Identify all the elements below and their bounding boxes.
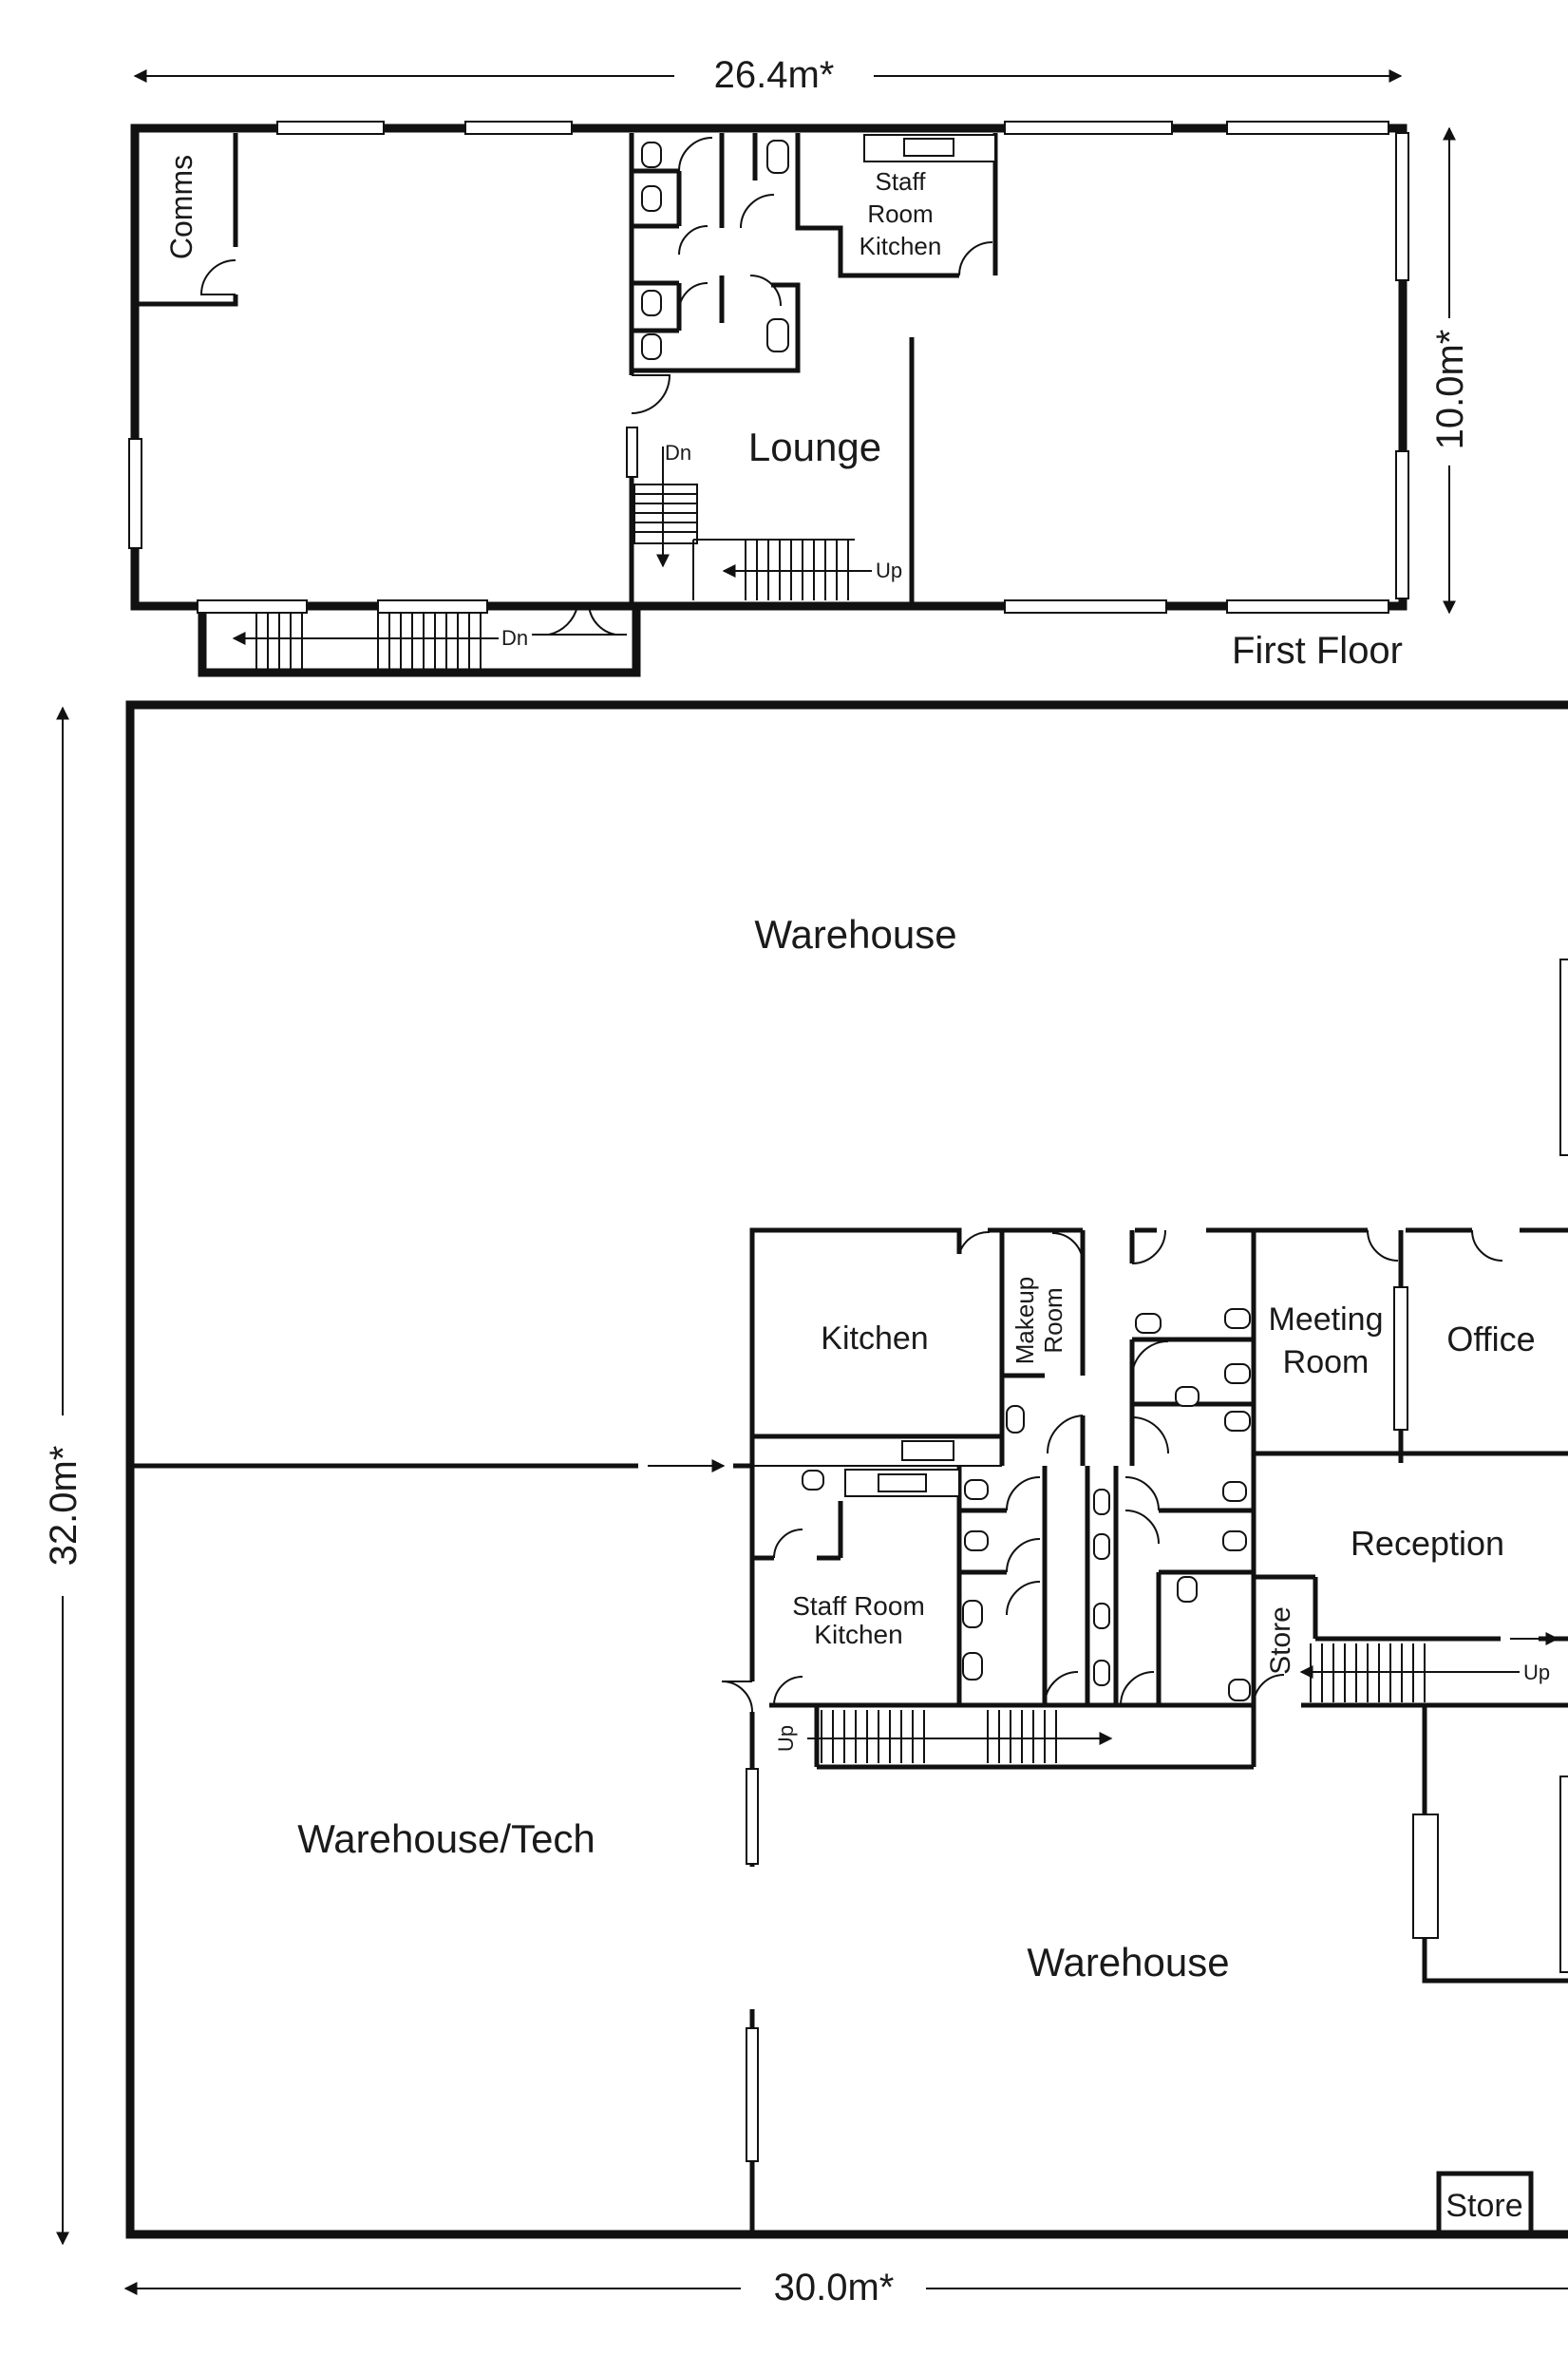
stair-down-2: Dn bbox=[232, 605, 627, 669]
stair-down-1-label: Dn bbox=[665, 441, 691, 465]
ff-staff-kitchen-line-1: Staff bbox=[875, 167, 926, 196]
first-floor-width-label: 26.4m* bbox=[714, 54, 835, 96]
comms-label: Comms bbox=[164, 155, 198, 259]
office-block bbox=[749, 1227, 1568, 1466]
stair-up: Up bbox=[692, 539, 902, 600]
makeup-label-2: Room bbox=[1039, 1287, 1067, 1353]
first-floor-outer-wall bbox=[130, 123, 1407, 611]
store-2-room: Store bbox=[1436, 2171, 1534, 2231]
ground-floor-depth-dimension: 32.0m* bbox=[43, 706, 85, 2246]
stair-up-label: Up bbox=[876, 559, 902, 582]
ground-floor-width-dimension: 30.0m* bbox=[123, 2267, 1568, 2308]
first-floor-depth-label: 10.0m* bbox=[1429, 330, 1471, 450]
comms-door bbox=[199, 259, 236, 295]
stair-up-1: Up bbox=[774, 1710, 1113, 1763]
first-floor-width-dimension: 26.4m* bbox=[133, 54, 1403, 96]
first-floor-windows bbox=[128, 121, 1409, 614]
warehouse-top-label: Warehouse bbox=[754, 912, 956, 957]
stair-down-1: Dn bbox=[633, 441, 698, 568]
makeup-label-1: Makeup bbox=[1011, 1277, 1039, 1365]
stair-up-2: Up bbox=[1299, 1643, 1550, 1702]
makeup-room: Makeup Room bbox=[1002, 1230, 1086, 1466]
staff-kitchen-label-1: Staff Room bbox=[792, 1591, 925, 1621]
first-floor-staff-kitchen: Staff Room Kitchen bbox=[795, 133, 998, 278]
stair-down-2-label: Dn bbox=[501, 626, 528, 650]
lower-office-block: Staff Room Kitchen bbox=[721, 1466, 1256, 1770]
ground-floor-plan: 32.0m* 30.0m* Warehouse bbox=[43, 700, 1568, 2308]
store-1-label: Store bbox=[1265, 1606, 1296, 1675]
first-floor-depth-dimension: 10.0m* bbox=[1429, 126, 1471, 615]
wc-block bbox=[632, 133, 801, 373]
first-floor-label: First Floor bbox=[1232, 630, 1403, 672]
upper-wc-block bbox=[1129, 1229, 1256, 1466]
meeting-office-rooms: Meeting Room Office bbox=[1254, 1229, 1568, 1463]
warehouse-bottom-label: Warehouse bbox=[1027, 1940, 1229, 1985]
stair-up-2-label: Up bbox=[1523, 1661, 1550, 1684]
ground-floor-outer-wall bbox=[125, 700, 1568, 2239]
stair-up-1-label: Up bbox=[774, 1725, 798, 1752]
ground-floor-width-label: 30.0m* bbox=[774, 2267, 895, 2308]
east-room-window bbox=[1412, 1814, 1439, 1939]
kitchen-room: Kitchen bbox=[752, 1230, 1005, 1467]
staff-kitchen-label-2: Kitchen bbox=[814, 1620, 902, 1649]
comms-wall bbox=[139, 294, 238, 307]
warehouse-tech-label: Warehouse/Tech bbox=[297, 1816, 595, 1861]
kitchen-label: Kitchen bbox=[821, 1320, 928, 1357]
lounge-label: Lounge bbox=[748, 425, 881, 469]
meeting-label-1: Meeting bbox=[1269, 1301, 1384, 1338]
office-label: Office bbox=[1446, 1320, 1535, 1358]
meeting-label-2: Room bbox=[1283, 1344, 1370, 1380]
ground-floor-depth-label: 32.0m* bbox=[43, 1446, 85, 1567]
reception-area: Store Reception bbox=[1253, 1524, 1568, 1708]
store-2-label: Store bbox=[1445, 2188, 1522, 2224]
ff-staff-kitchen-line-3: Kitchen bbox=[860, 232, 942, 260]
first-floor-plan: 26.4m* 10.0m* Comms bbox=[128, 54, 1471, 677]
lounge-door bbox=[631, 374, 671, 414]
reception-label: Reception bbox=[1351, 1524, 1504, 1563]
stair-annex-wall bbox=[198, 601, 641, 677]
east-room-wall bbox=[1422, 1705, 1568, 1984]
ff-staff-kitchen-line-2: Room bbox=[867, 199, 933, 228]
